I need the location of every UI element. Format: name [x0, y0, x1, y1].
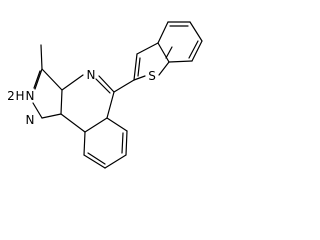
atom-h2-digit: 2: [7, 89, 15, 103]
bond-c5a-c6: [106, 117, 128, 132]
atom-n2: N: [26, 89, 35, 103]
bond-c3a-n4: [61, 74, 84, 91]
bond-c5-c2prime: [113, 79, 135, 93]
bond-c3-n2: [34, 68, 43, 90]
bond-n1-c9b: [41, 113, 62, 119]
bond-c7-c7a: [168, 60, 193, 63]
atom-s1: S: [148, 69, 156, 83]
bond-c3a-c3prime: [136, 42, 159, 55]
bond-n2-n1: [32, 102, 43, 119]
atom-h2: H: [15, 89, 24, 103]
structure-svg: N S N H 2 N: [7, 21, 203, 169]
bond-c5-c6: [189, 21, 203, 42]
bond-c6-c7: [191, 40, 203, 62]
bond-c7-c8: [104, 154, 127, 169]
bond-c3prime-c2prime: [133, 53, 138, 81]
atom-n1: N: [26, 113, 35, 127]
bond-methyl: [40, 44, 43, 70]
bond-c9a-c9b: [60, 113, 86, 133]
bond-n4-c5: [98, 75, 115, 93]
bond-c7a-c3a: [157, 42, 170, 63]
bond-c9-c9a: [83, 131, 86, 156]
bond-c6-c7: [125, 130, 128, 156]
bond-lines: [32, 21, 203, 169]
bond-c2prime-s: [133, 75, 146, 81]
molecule-drawing: N S N H 2 N: [7, 21, 203, 169]
atom-labels: N S N H 2 N: [7, 68, 156, 127]
atom-n4: N: [87, 68, 96, 82]
bond-c3a-c3: [41, 68, 63, 91]
bond-c3a-c4: [157, 21, 169, 44]
bond-s-c7a: [158, 61, 170, 76]
bond-c3prime-c2prime-double: [137, 57, 141, 77]
bond-c8-c9-double: [87, 152, 106, 165]
bond-c6-c7-double: [188, 40, 199, 59]
bond-c9b-c3a: [60, 89, 63, 115]
bond-c5-c5a: [106, 91, 115, 119]
bond-c6-c7-double: [121, 132, 124, 154]
bond-c8-c9: [83, 154, 106, 169]
bond-n4-c5-double: [95, 78, 111, 94]
bond-c7a-c3a-double: [165, 46, 173, 59]
bond-c3-n2-double: [33, 70, 41, 89]
bond-c5a-c9a: [84, 117, 108, 133]
